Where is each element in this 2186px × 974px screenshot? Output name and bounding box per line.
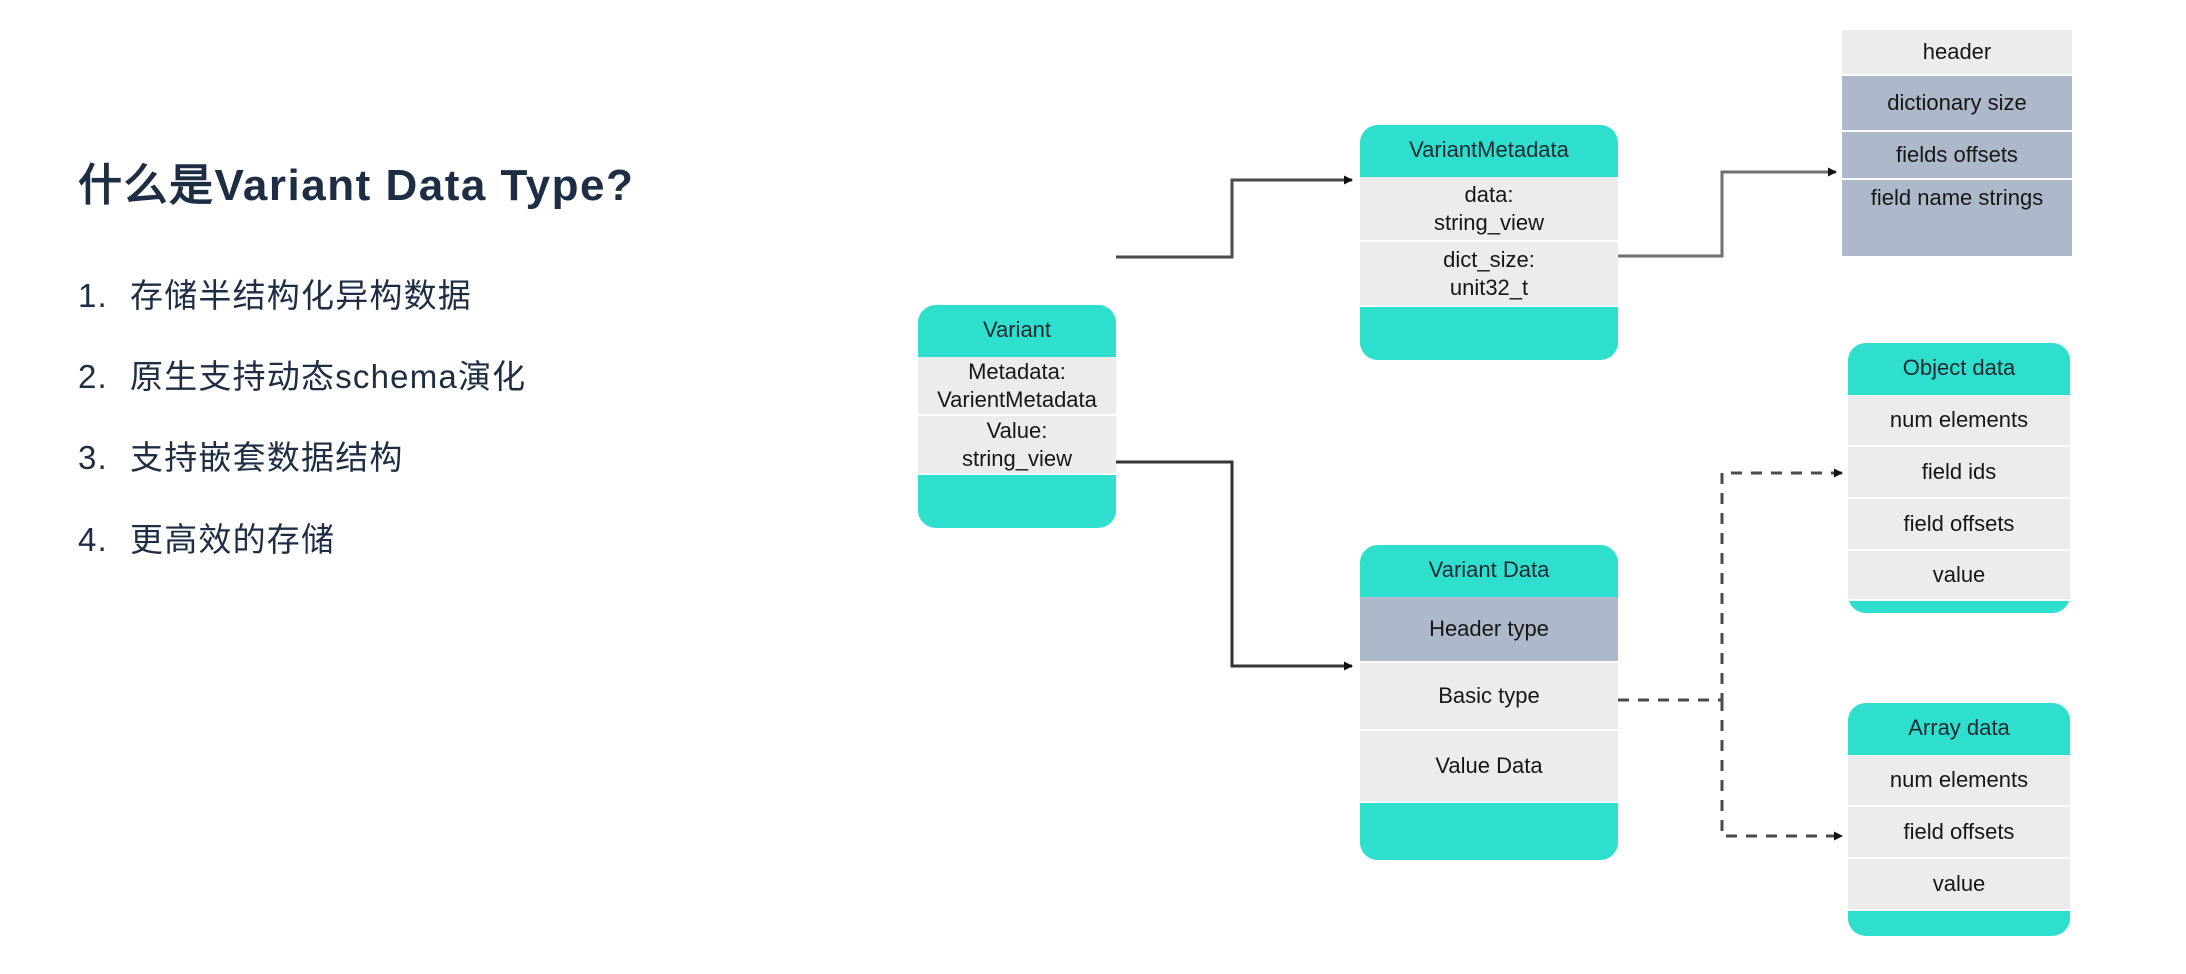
row-field-offsets[interactable]: field offsets <box>1848 499 2070 551</box>
row-value-label: Value: string_view <box>961 418 1073 471</box>
list-item: 3. 支持嵌套数据结构 <box>78 437 838 478</box>
node-object-data-rows: num elements field ids field offsets val… <box>1848 395 2070 601</box>
row-data[interactable]: data: string_view <box>1360 177 1618 242</box>
row-num-elements[interactable]: num elements <box>1848 395 2070 447</box>
node-object-data-footer <box>1848 601 2070 613</box>
list-item-number: 4. <box>78 520 108 558</box>
row-field-offsets-label: field offsets <box>1903 511 2015 537</box>
node-variant-metadata-title: VariantMetadata <box>1360 125 1618 177</box>
node-variant-metadata-rows: data: string_view dict_size: unit32_t <box>1360 177 1618 307</box>
node-variant[interactable]: Variant Metadata: VarientMetadata Value:… <box>918 305 1116 528</box>
row-num-elements[interactable]: num elements <box>1848 755 2070 807</box>
row-dictionary-size-label: dictionary size <box>1887 90 2027 116</box>
node-variant-metadata-footer <box>1360 307 1618 360</box>
text-column: 什么是Variant Data Type? 1. 存储半结构化异构数据 2. 原… <box>78 160 838 600</box>
row-dict-size-label: dict_size: unit32_t <box>1443 247 1535 300</box>
row-value[interactable]: value <box>1848 859 2070 911</box>
row-num-elements-label: num elements <box>1889 407 2029 433</box>
row-value-label: value <box>1932 871 1986 897</box>
connector-variant-to-variant-data <box>1116 460 1353 671</box>
list-item-number: 2. <box>78 358 108 396</box>
node-object-data[interactable]: Object data num elements field ids field… <box>1848 343 2070 613</box>
list-item-number: 1. <box>78 276 108 314</box>
node-variant-metadata[interactable]: VariantMetadata data: string_view dict_s… <box>1360 125 1618 360</box>
page-title: 什么是Variant Data Type? <box>78 161 635 210</box>
row-field-name-strings[interactable]: field name strings <box>1842 180 2072 256</box>
row-metadata[interactable]: Metadata: VarientMetadata <box>918 357 1116 416</box>
connector-basic-type-to-object-data <box>1618 468 1843 702</box>
row-field-ids-label: field ids <box>1921 459 1997 485</box>
row-value-data[interactable]: Value Data <box>1360 731 1618 803</box>
node-variant-footer <box>918 475 1116 522</box>
list-item: 4. 更高效的存储 <box>78 519 838 560</box>
row-field-ids[interactable]: field ids <box>1848 447 2070 499</box>
node-variant-title: Variant <box>918 305 1116 357</box>
node-variant-data[interactable]: Variant Data Header type Basic type Valu… <box>1360 545 1618 860</box>
list-item-number: 3. <box>78 439 108 477</box>
row-header-type[interactable]: Header type <box>1360 597 1618 663</box>
row-metadata-label: Metadata: VarientMetadata <box>937 359 1097 412</box>
list-item-label: 存储半结构化异构数据 <box>130 276 472 314</box>
row-header-type-label: Header type <box>1429 616 1549 642</box>
list-item-label: 原生支持动态schema演化 <box>130 358 527 396</box>
row-value-label: value <box>1932 562 1986 588</box>
list-item: 1. 存储半结构化异构数据 <box>78 275 838 316</box>
node-metadata-byte-layout[interactable]: header dictionary size fields offsets fi… <box>1842 30 2072 256</box>
row-fields-offsets[interactable]: fields offsets <box>1842 132 2072 180</box>
row-header-label: header <box>1922 39 1992 65</box>
node-object-data-title: Object data <box>1848 343 2070 395</box>
row-num-elements-label: num elements <box>1889 767 2029 793</box>
node-variant-data-footer <box>1360 803 1618 860</box>
node-array-data[interactable]: Array data num elements field offsets va… <box>1848 703 2070 936</box>
node-variant-data-title: Variant Data <box>1360 545 1618 597</box>
row-value[interactable]: Value: string_view <box>918 416 1116 475</box>
node-array-data-title: Array data <box>1848 703 2070 755</box>
row-fields-offsets-label: fields offsets <box>1896 142 2018 168</box>
row-data-label: data: string_view <box>1433 182 1545 235</box>
row-basic-type-label: Basic type <box>1438 683 1540 709</box>
row-value-data-label: Value Data <box>1435 753 1543 779</box>
node-array-data-footer <box>1848 911 2070 933</box>
connector-basic-type-to-array-data <box>1720 700 1843 841</box>
list-item: 2. 原生支持动态schema演化 <box>78 356 838 397</box>
row-header[interactable]: header <box>1842 30 2072 76</box>
row-field-offsets[interactable]: field offsets <box>1848 807 2070 859</box>
row-value[interactable]: value <box>1848 551 2070 601</box>
node-variant-rows: Metadata: VarientMetadata Value: string_… <box>918 357 1116 475</box>
row-dictionary-size[interactable]: dictionary size <box>1842 76 2072 132</box>
node-variant-data-rows: Header type Basic type Value Data <box>1360 597 1618 803</box>
list-item-label: 更高效的存储 <box>130 520 336 558</box>
list-item-label: 支持嵌套数据结构 <box>130 439 404 477</box>
node-array-data-rows: num elements field offsets value <box>1848 755 2070 911</box>
row-field-name-strings-label: field name strings <box>1870 185 2044 210</box>
row-field-offsets-label: field offsets <box>1903 819 2015 845</box>
row-dict-size[interactable]: dict_size: unit32_t <box>1360 242 1618 307</box>
row-basic-type[interactable]: Basic type <box>1360 663 1618 731</box>
connector-metadata-to-bytes <box>1618 167 1837 258</box>
connector-variant-to-metadata <box>1116 175 1353 259</box>
